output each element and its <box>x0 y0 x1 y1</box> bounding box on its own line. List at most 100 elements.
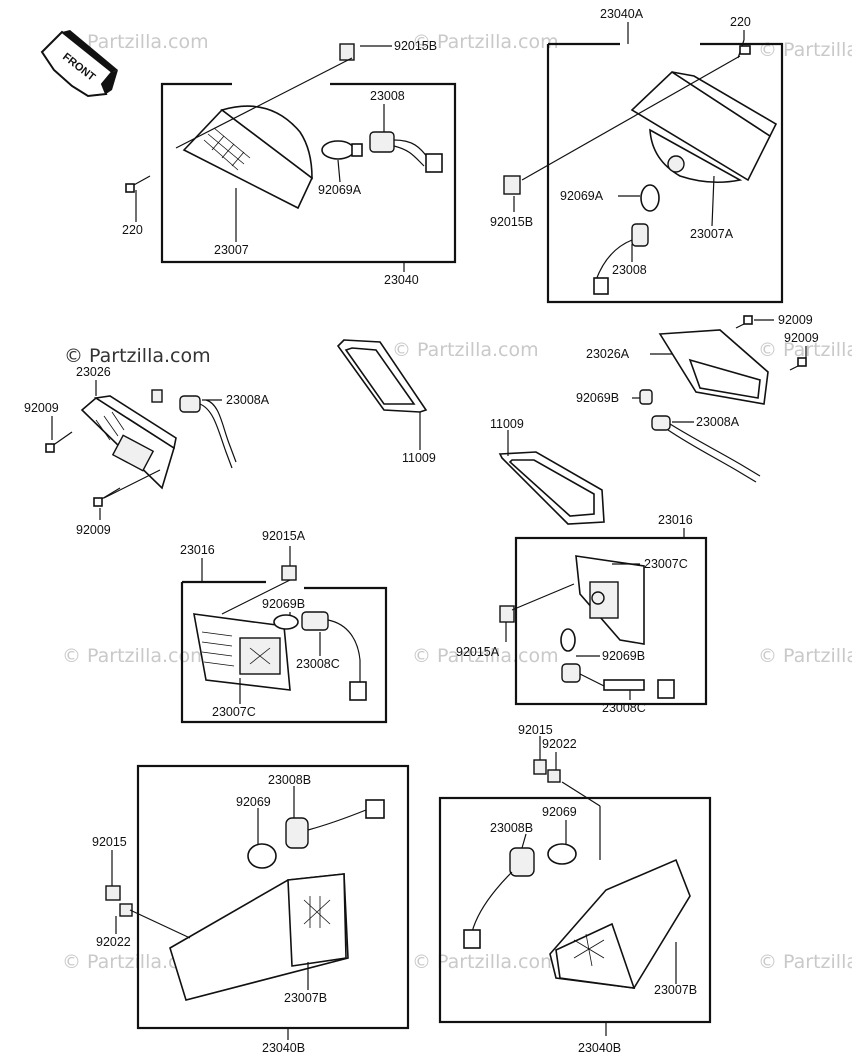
part-drawings <box>45 39 807 1001</box>
nuts-left <box>105 885 133 917</box>
socket-23008A-left <box>179 395 237 469</box>
label-23007B: 23007B <box>654 983 697 997</box>
watermark: © Partzilla.com <box>62 31 209 53</box>
gasket-11009-right <box>498 451 605 525</box>
label-23008: 23008 <box>370 89 405 103</box>
lamp-23007A <box>630 70 778 184</box>
watermarks: © Partzilla.com © Partzilla.com © Partzi… <box>62 31 852 973</box>
nut-92015B-right <box>503 175 521 195</box>
watermark: © Partzilla.com <box>64 345 211 367</box>
watermark: © Partzilla.com <box>758 39 852 61</box>
label-92069A: 92069A <box>318 183 362 197</box>
label-23008C: 23008C <box>602 701 646 715</box>
label-220: 220 <box>730 15 751 29</box>
bulb-92069A-right <box>640 184 660 212</box>
nut-92015B-top <box>339 43 355 61</box>
label-23007B: 23007B <box>284 991 327 1005</box>
label-23016: 23016 <box>180 543 215 557</box>
label-220: 220 <box>122 223 143 237</box>
lamp-23007B-left <box>169 873 349 1001</box>
label-92015: 92015 <box>518 723 553 737</box>
label-11009: 11009 <box>490 417 524 431</box>
leader-lines <box>51 22 807 1040</box>
bulb-92069-right <box>547 843 577 865</box>
socket-23008-right <box>593 223 649 295</box>
label-23040: 23040 <box>384 273 419 287</box>
watermark: © Partzilla.com <box>758 645 852 667</box>
label-23007C: 23007C <box>644 557 688 571</box>
part-labels: 92015B 23008 92069A 220 23007 23040 2304… <box>24 7 819 1055</box>
label-23008A: 23008A <box>226 393 270 407</box>
label-23040B: 23040B <box>262 1041 305 1055</box>
label-92009: 92009 <box>24 401 59 415</box>
socket-23008C-right <box>561 663 675 699</box>
bulb-92069B-right2 <box>560 628 576 652</box>
label-23016: 23016 <box>658 513 693 527</box>
label-23007: 23007 <box>214 243 249 257</box>
lamp-23007C-right <box>575 555 645 645</box>
assembly-boxes <box>136 42 784 1030</box>
bulb-92069B-left <box>273 614 299 630</box>
lamp-23007C-left <box>193 613 291 691</box>
box-23016-left <box>180 582 388 724</box>
label-23007C: 23007C <box>212 705 256 719</box>
label-92015A: 92015A <box>456 645 500 659</box>
screw-92009-left-b <box>93 487 121 507</box>
label-23026: 23026 <box>76 365 111 379</box>
label-11009: 11009 <box>402 451 436 465</box>
label-92069B: 92069B <box>262 597 305 611</box>
label-23008C: 23008C <box>296 657 340 671</box>
label-23007A: 23007A <box>690 227 734 241</box>
label-92069A: 92069A <box>560 189 604 203</box>
label-23008B: 23008B <box>490 821 533 835</box>
screw-220-right <box>737 39 751 59</box>
box-23040B-right <box>438 796 712 1024</box>
label-92069: 92069 <box>542 805 577 819</box>
label-23008: 23008 <box>612 263 647 277</box>
screw-220-left <box>125 175 151 193</box>
socket-23008A-right <box>651 415 761 483</box>
front-arrow-icon: FRONT <box>40 30 118 98</box>
socket-23008-top <box>369 131 443 173</box>
screw-92009-right-a <box>735 315 753 329</box>
reflector-23026-left <box>80 395 177 490</box>
watermark: © Partzilla.com <box>412 645 559 667</box>
label-23026A: 23026A <box>586 347 630 361</box>
label-92069B: 92069B <box>576 391 619 405</box>
label-92022: 92022 <box>542 737 577 751</box>
reflector-23026A-right <box>658 329 769 405</box>
gasket-11009-left <box>336 339 428 413</box>
label-23040A: 23040A <box>600 7 644 21</box>
lamp-23007B-right <box>549 858 691 989</box>
label-92015B: 92015B <box>394 39 437 53</box>
label-92069: 92069 <box>236 795 271 809</box>
label-23008A: 23008A <box>696 415 740 429</box>
label-92022: 92022 <box>96 935 131 949</box>
box-23040 <box>160 82 457 264</box>
box-23040B-left <box>136 764 410 1030</box>
label-92015A: 92015A <box>262 529 306 543</box>
label-92009: 92009 <box>784 331 819 345</box>
label-92069B: 92069B <box>602 649 645 663</box>
watermark: © Partzilla.com <box>412 951 559 973</box>
bulb-92069B-right <box>639 389 653 405</box>
box-23040A <box>546 42 784 304</box>
lamp-23007 <box>182 105 313 210</box>
label-23040B: 23040B <box>578 1041 621 1055</box>
label-92009: 92009 <box>76 523 111 537</box>
socket-23008C-left <box>301 611 367 701</box>
label-92009: 92009 <box>778 313 813 327</box>
screw-92009-right-b <box>789 357 807 371</box>
bulb-92069-left <box>247 843 277 869</box>
label-92015B: 92015B <box>490 215 533 229</box>
watermark: © Partzilla.com <box>758 339 852 361</box>
bulb-small-left <box>151 389 163 403</box>
socket-23008B-left <box>285 799 385 849</box>
watermark: © Partzilla.com <box>758 951 852 973</box>
label-23008B: 23008B <box>268 773 311 787</box>
box-23016-right <box>514 536 708 706</box>
bulb-92069A-top <box>321 140 363 160</box>
screw-92009-left-a <box>45 431 73 453</box>
